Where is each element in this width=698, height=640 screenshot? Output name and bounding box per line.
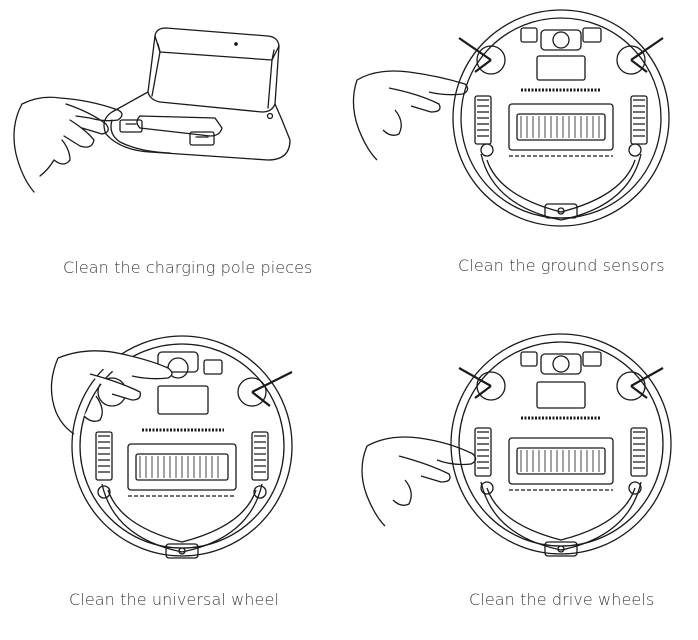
- caption-charging-pole: Clean the charging pole pieces: [63, 258, 313, 277]
- robot-underside-illustration: [349, 320, 698, 580]
- caption-ground-sensors: Clean the ground sensors: [458, 256, 665, 275]
- panel-ground-sensors: Clean the ground sensors: [349, 0, 698, 320]
- panel-charging-pole: Clean the charging pole pieces: [0, 0, 349, 320]
- panel-drive-wheels: Clean the drive wheels: [349, 320, 698, 640]
- caption-universal-wheel: Clean the universal wheel: [69, 590, 279, 609]
- panel-universal-wheel: Clean the universal wheel: [0, 320, 349, 640]
- charging-dock-illustration: [0, 0, 349, 240]
- robot-underside-illustration: [349, 0, 698, 240]
- caption-drive-wheels: Clean the drive wheels: [469, 590, 655, 609]
- robot-underside-illustration: [0, 320, 349, 580]
